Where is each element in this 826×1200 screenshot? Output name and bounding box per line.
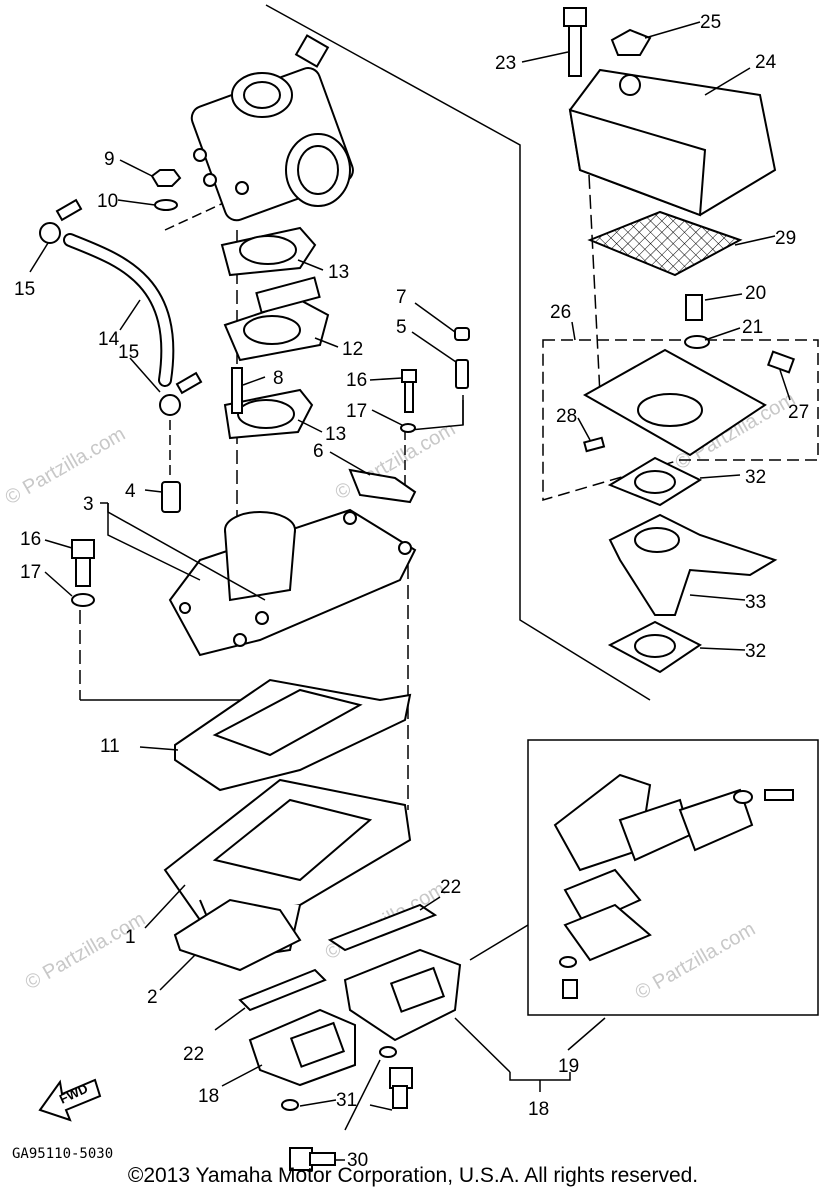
part-label: 29 [775,228,796,249]
part-label: 30 [347,1150,368,1171]
part-label: 23 [495,53,516,74]
gasket-13-upper [220,226,317,277]
gasket-22-right [327,903,438,952]
part-label: 26 [550,302,571,323]
watermark-1: © Partzilla.com [2,423,130,509]
part-label: 24 [755,52,777,73]
gasket-13-lower [223,367,314,440]
part-label: 20 [745,283,766,304]
spacer-4 [161,481,181,513]
gasket-32-upper [607,456,703,507]
grommet-25 [610,28,652,56]
reed-block-18-left [248,1008,356,1087]
washer-21 [684,335,710,349]
part-label: 31 [336,1090,357,1111]
gasket-32-lower [607,620,702,674]
part-label: 9 [104,149,115,170]
part-label: 4 [125,481,136,502]
part-label: 2 [147,987,158,1008]
part-label: 16 [20,529,41,550]
part-label: 1 [125,927,136,948]
part-label: 6 [313,441,324,462]
part-label: 17 [346,401,367,422]
fitting-5-cap-7 [348,327,470,504]
part-label: 17 [20,562,41,583]
part-label: 12 [342,339,363,360]
part-label: 27 [788,402,809,423]
part-label: 5 [396,317,407,338]
hose-clamp-15 [39,198,203,416]
bolt-28 [583,436,606,453]
part-label: 22 [183,1044,204,1065]
part-label: 32 [745,641,766,662]
bolt-23 [563,7,587,77]
nut-9 [150,169,182,211]
guide-lines [79,4,651,810]
part-label: 10 [97,191,118,212]
bracket-33 [608,513,778,616]
bolt-30 [289,1067,413,1171]
part-label: 13 [328,262,349,283]
washer-31 [281,1046,397,1111]
gasket-2 [173,898,302,972]
part-label: 28 [556,406,577,427]
part-label: 33 [745,592,766,613]
part-label: 18 [528,1099,549,1120]
part-labels: 1 2 3 4 5 6 7 8 9 10 11 12 13 13 14 15 1… [14,12,809,1171]
part-label: 15 [14,279,35,300]
leader-lines [29,21,791,1161]
watermark-4: © Partzilla.com [22,908,150,994]
part-label: 25 [700,12,721,33]
part-label: 15 [118,342,139,363]
plate-12 [223,276,330,362]
part-label: 21 [742,317,763,338]
assembly-19-box [527,739,819,1016]
reed-block-18-right [343,948,462,1042]
watermark-6: © Partzilla.com [632,918,760,1004]
part-label: 8 [273,368,284,389]
assembly-26-outline [542,339,819,502]
part-label: 18 [198,1086,219,1107]
part-label: 16 [346,370,367,391]
part-label: 22 [440,877,461,898]
part-label: 11 [100,736,120,757]
intake-manifold-3 [168,508,417,657]
part-label: 32 [745,467,766,488]
part-label: 3 [83,494,94,515]
gasket-11 [174,678,412,792]
air-silencer-cover-24 [568,68,777,217]
fitting-27 [766,350,796,374]
reed-detail-19 [553,773,794,999]
part-label: 19 [558,1056,579,1077]
fwd-arrow: FWD [38,1078,102,1122]
drawing-code: GA95110-5030 [12,1146,113,1162]
part-label: 13 [325,424,346,445]
part-label: 14 [98,329,120,350]
filter-element-29 [587,210,743,277]
washer-10 [154,199,178,211]
carburetor [190,34,354,222]
air-case-26 [582,348,796,457]
bolt-16 [71,369,417,607]
gasket-22-left [238,968,327,1012]
bolt-20 [685,294,703,321]
copyright-notice: ©2013 Yamaha Motor Corporation, U.S.A. A… [127,1164,699,1187]
part-label: 7 [396,287,407,308]
